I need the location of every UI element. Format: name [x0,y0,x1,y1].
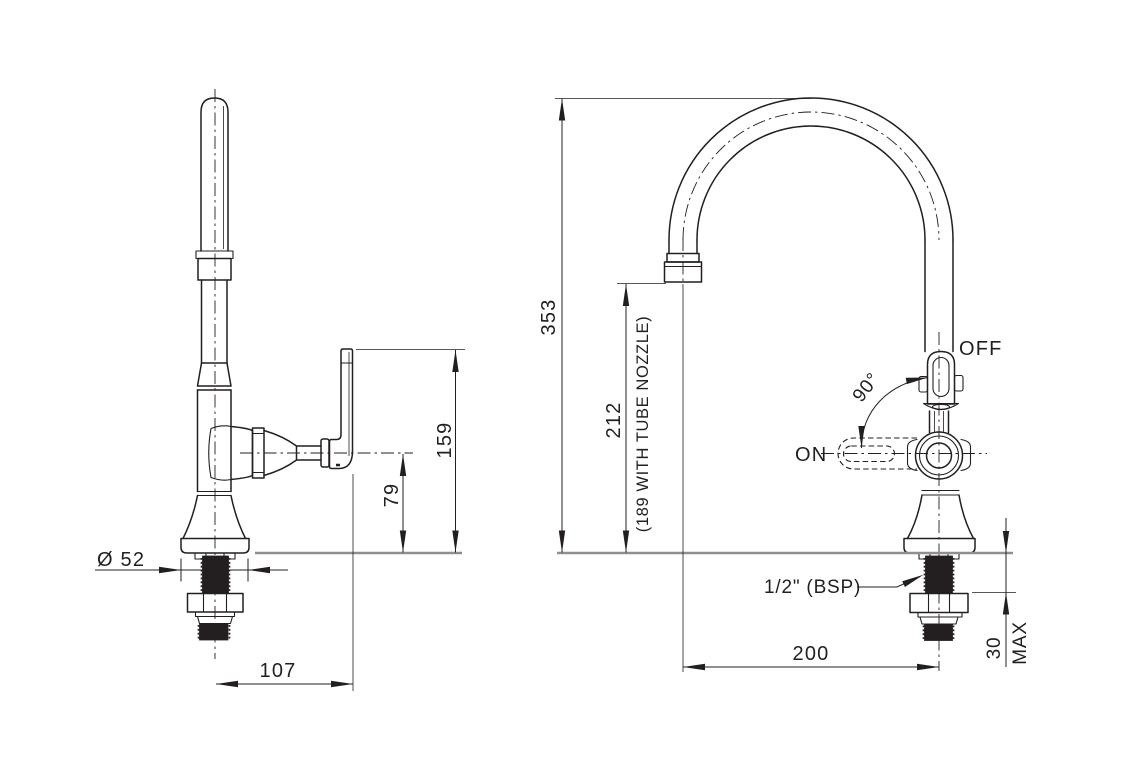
dim-353: 353 [538,98,811,553]
arrowhead [917,663,939,671]
dim-107: 107 [216,474,354,691]
arch-outer [668,97,954,241]
dim-diameter-52: Ø 52 [95,549,288,582]
spout-drop [668,239,698,255]
side-dimensions: Ø 52 107 159 79 [95,349,465,691]
dim-200-label: 200 [793,643,830,665]
front-step-collar [917,611,963,618]
arch-inner [696,125,926,241]
arrowhead [399,530,407,553]
side-spout-tube [195,97,234,364]
spout-collar-block [197,257,232,281]
spindle-end [931,403,951,411]
dim-159: 159 [356,349,465,553]
dim-159-label: 159 [434,422,456,459]
grip-tab-right [953,374,964,392]
backnut-facets [202,592,228,613]
front-dimensions: 353 212 (189 WITH TUBE NOZZLE) 200 30 MA… [538,98,1031,672]
dim-107-label: 107 [260,660,297,682]
dim-79-label: 79 [381,483,403,508]
threaded-shank [202,555,229,594]
thread-label: 1/2" (BSP) [764,577,861,598]
arrowhead [558,530,566,553]
arch-centerline [682,111,940,241]
handle-shaft-inner [934,411,944,433]
thread-callout: 1/2" (BSP) [764,574,924,598]
off-label: OFF [959,338,1003,360]
valve-bell-far-side [208,425,232,481]
lever-handle [328,348,354,470]
front-base-flare [906,494,975,540]
spout-lower-tube [200,279,228,364]
gooseneck-spout [663,97,954,353]
front-base-plate [903,537,976,554]
grip-tab-left [918,375,929,393]
grip-outer [926,350,956,405]
arrowhead [248,566,270,574]
dim-30-max: 30 MAX [972,518,1031,667]
front-backnut-facets [927,592,951,614]
arrowhead [452,530,459,553]
front-handle-off [918,350,964,434]
arrowhead [902,574,924,587]
arrowhead [622,530,630,553]
arrowhead [331,680,353,688]
arrowhead [622,284,630,306]
spout-collar-ring [195,250,234,260]
arrowhead [1002,592,1010,615]
arrowhead [399,454,407,476]
grip-inner [932,356,950,398]
base-plate [180,537,250,554]
valve-ring-steps [251,432,265,474]
valve-stem [295,445,322,461]
arrowhead [159,566,181,574]
arrowhead [905,377,928,385]
on-label: ON [795,444,827,466]
front-handle-on-phantom [821,437,987,470]
front-base [903,489,976,641]
arrowhead [1002,531,1010,553]
arrowhead [558,98,566,121]
dim-200: 200 [682,284,939,672]
front-threaded-tail [924,623,953,641]
angle-90-label: 90° [849,369,885,406]
hub-wing-right [960,438,972,472]
body-base-rings [196,490,232,497]
dim-diameter-label: Ø 52 [97,549,145,571]
body-taper [196,362,232,391]
arrowhead [452,350,459,372]
dim-79: 79 [381,454,407,553]
handle-shaft [928,410,950,434]
front-base-rings [921,489,960,496]
dim-30-max-suffix: MAX [1010,621,1031,665]
nozzle-ring [666,252,700,263]
dim-353-label: 353 [538,299,560,336]
threaded-tail [199,623,229,641]
side-view [180,89,413,659]
arrowhead [216,680,238,688]
arrowhead [858,426,865,448]
handle-swing-annotation: 90° OFF ON [795,338,1003,466]
dim-212: 212 (189 WITH TUBE NOZZLE) [603,283,666,553]
base-flare [182,494,247,540]
spout-tube-outline [200,97,229,252]
arrowhead [683,663,705,671]
dim-212-label: 212 [603,402,625,439]
body-column [196,389,232,493]
dim-30-label: 30 [984,637,1005,660]
dim-212-note: (189 WITH TUBE NOZZLE) [634,316,652,532]
riser-tube [924,239,954,353]
